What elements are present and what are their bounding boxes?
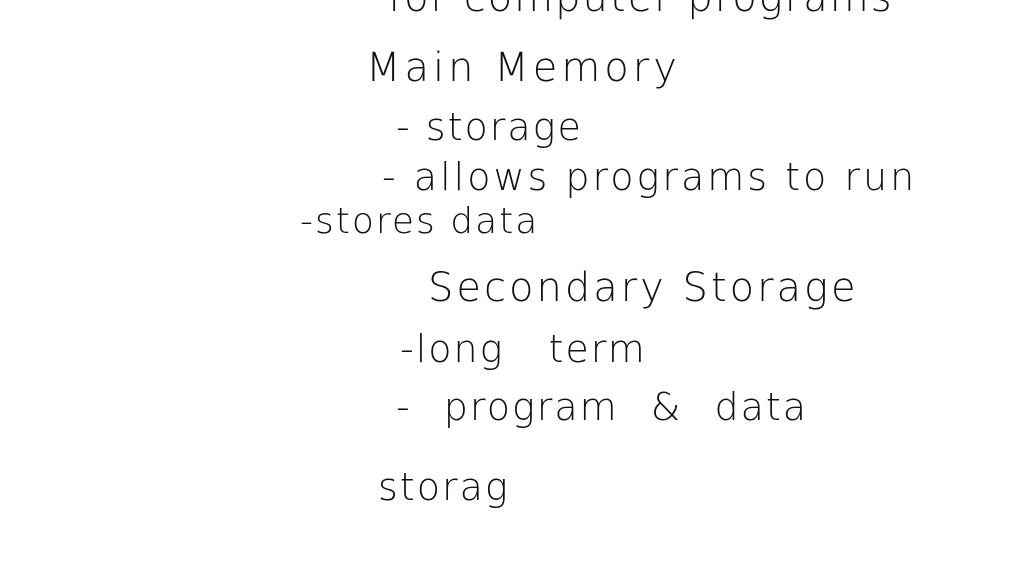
note-line-storage: - storage <box>396 105 583 149</box>
note-line-long-term: -long term <box>400 327 647 371</box>
note-line-allows-programs: - allows programs to run <box>382 155 918 199</box>
note-line-computer-programs: for computer programs <box>388 0 894 18</box>
note-line-stores-data: -stores data <box>300 201 540 242</box>
note-line-storag: storag <box>378 465 510 509</box>
heading-main-memory: Main Memory <box>366 45 681 91</box>
heading-secondary-storage: Secondary Storage <box>428 265 859 311</box>
note-line-program-data: - program & data <box>396 385 809 429</box>
